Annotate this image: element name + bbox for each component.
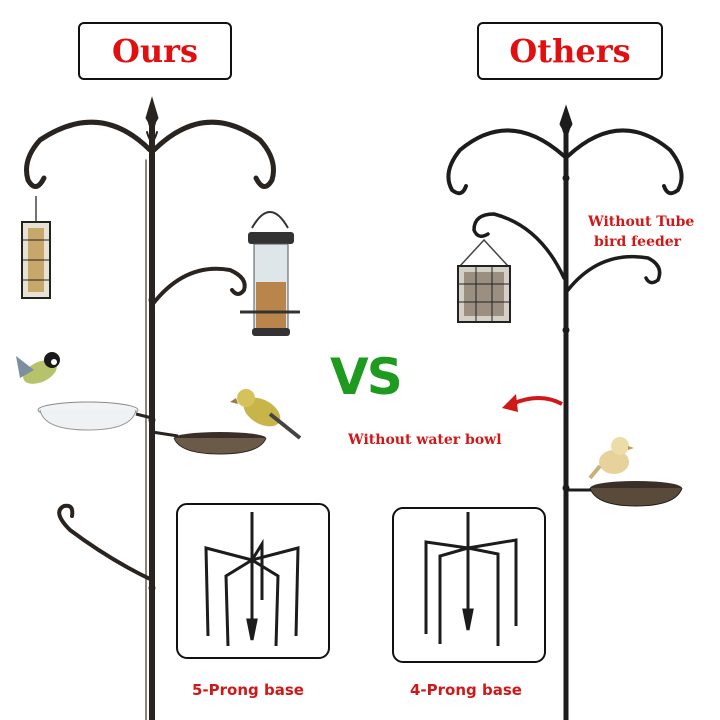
without-tube-note: Without Tube bird feeder xyxy=(588,212,694,252)
canary-bird xyxy=(588,437,634,480)
four-prong-caption: 4-Prong base xyxy=(410,681,522,699)
others-label: Others xyxy=(477,22,663,80)
vs-label: VS xyxy=(330,348,403,406)
seed-tray-right xyxy=(566,481,683,507)
chickadee-bird xyxy=(16,352,60,384)
four-prong-base-icon xyxy=(424,512,518,646)
ours-label: Ours xyxy=(78,22,232,80)
mesh-seed-tray xyxy=(151,430,267,455)
tube-bird-feeder xyxy=(240,211,300,336)
five-prong-base-icon xyxy=(204,512,300,647)
ours-pole xyxy=(24,96,276,720)
without-tube-line2: bird feeder xyxy=(594,234,682,250)
suet-cage-feeder xyxy=(21,196,51,299)
arrow-head-icon xyxy=(502,394,518,412)
without-water-bowl-note: Without water bowl xyxy=(348,432,502,448)
others-pole xyxy=(446,104,684,720)
five-prong-caption: 5-Prong base xyxy=(192,681,304,699)
suet-cage-feeder-right xyxy=(457,238,511,323)
without-tube-line1: Without Tube xyxy=(588,214,695,230)
water-bowl xyxy=(37,401,153,431)
finch-bird xyxy=(230,389,302,440)
arrow-left-icon xyxy=(511,396,563,406)
